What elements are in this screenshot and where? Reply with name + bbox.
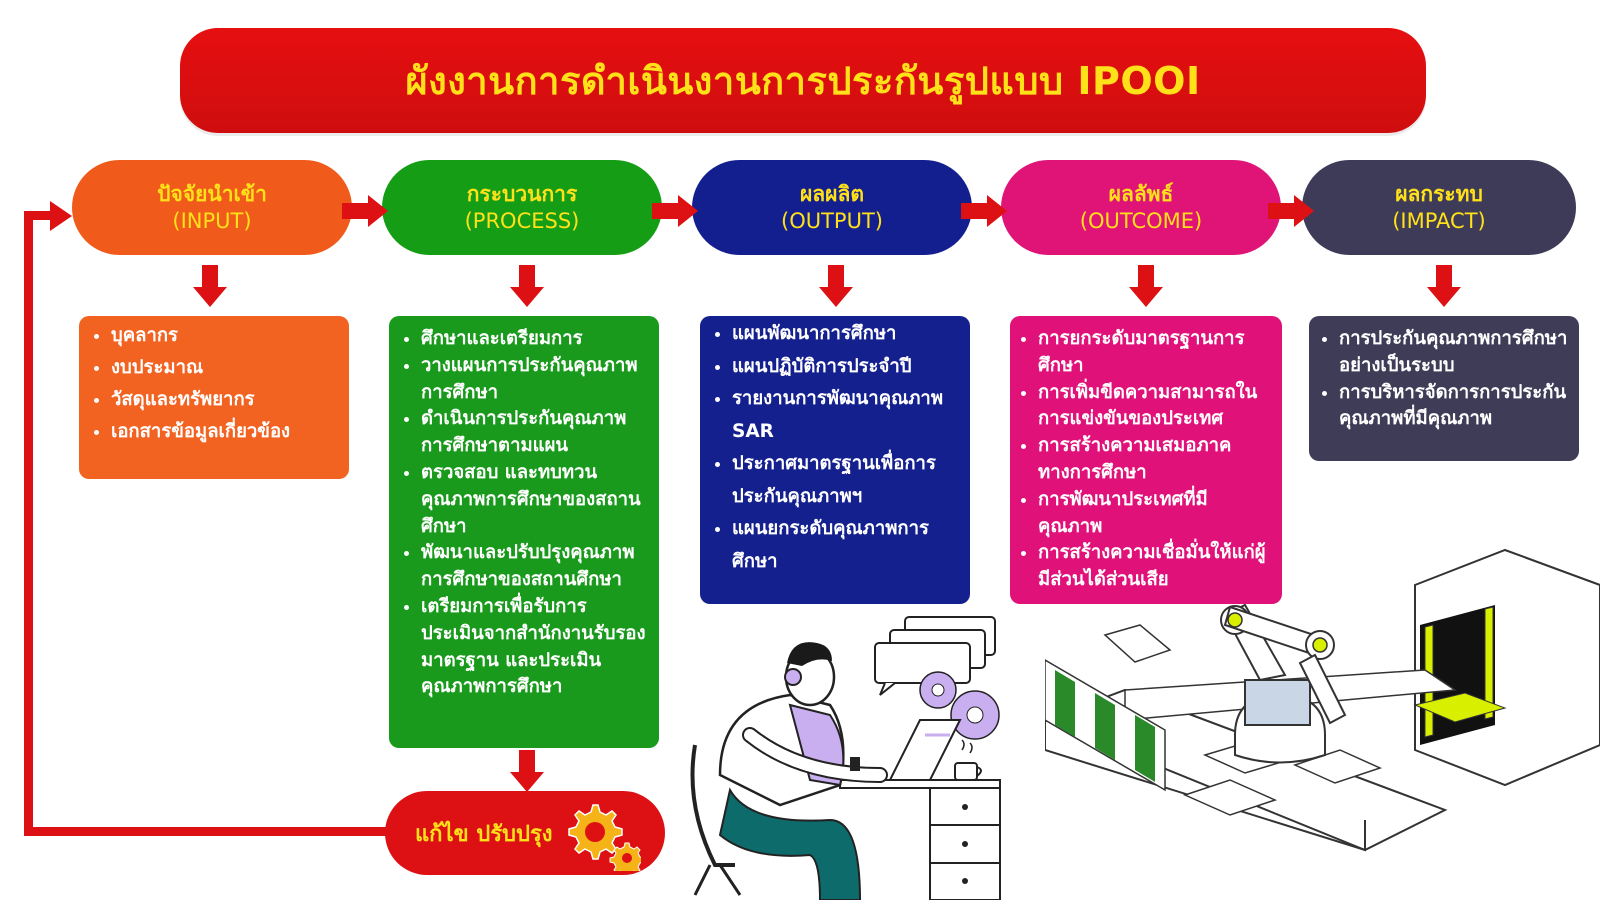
stage-outcome-th: ผลลัพธ์ — [1108, 181, 1174, 206]
feedback-label: แก้ไข ปรับปรุง — [415, 821, 553, 847]
list-item: ประกาศมาตรฐานเพื่อการประกันคุณภาพฯ — [732, 448, 960, 513]
list-item: งบประมาณ — [111, 352, 339, 384]
list-item: รายงานการพัฒนาคุณภาพ SAR — [732, 383, 960, 448]
outcome-box: การยกระดับมาตรฐานการศึกษา การเพิ่มขีดควา… — [1010, 316, 1282, 604]
list-item: ดำเนินการประกันคุณภาพการศึกษาตามแผน — [421, 406, 649, 460]
list-item: เอกสารข้อมูลเกี่ยวข้อง — [111, 416, 339, 448]
list-item: วางแผนการประกันคุณภาพการศึกษา — [421, 353, 649, 407]
stage-impact-en: (IMPACT) — [1392, 208, 1486, 233]
stage-process-en: (PROCESS) — [464, 208, 580, 233]
list-item: การเพิ่มขีดความสามารถในการแข่งขันของประเ… — [1038, 380, 1272, 434]
stage-output-th: ผลผลิต — [800, 181, 864, 206]
list-item: แผนปฏิบัติการประจำปี — [732, 351, 960, 384]
arrow-down-icon — [1427, 265, 1461, 307]
arrow-down-icon — [510, 750, 544, 792]
arrow-right-icon — [652, 195, 698, 227]
stage-impact-th: ผลกระทบ — [1395, 181, 1483, 206]
list-item: การพัฒนาประเทศที่มีคุณภาพ — [1038, 487, 1272, 541]
list-item: แผนพัฒนาการศึกษา — [732, 318, 960, 351]
barrier — [1045, 659, 1166, 792]
list-item: ตรวจสอบ และทบทวนคุณภาพการศึกษาของสถานศึก… — [421, 460, 649, 540]
arrow-right-icon — [1268, 195, 1314, 227]
output-box: แผนพัฒนาการศึกษา แผนปฏิบัติการประจำปี รา… — [700, 316, 970, 604]
list-item: การสร้างความเชื่อมั่นให้แก่ผู้มีส่วนได้ส… — [1038, 540, 1272, 594]
list-item: วัสดุและทรัพยากร — [111, 384, 339, 416]
stage-outcome: ผลลัพธ์ (OUTCOME) — [1001, 160, 1281, 255]
stage-process: กระบวนการ (PROCESS) — [382, 160, 662, 255]
arrow-right-icon — [342, 195, 388, 227]
stage-outcome-en: (OUTCOME) — [1079, 208, 1203, 233]
stage-output-en: (OUTPUT) — [781, 208, 883, 233]
title-banner: ผังงานการดำเนินงานการประกันรูปแบบ IPOOI — [180, 28, 1426, 133]
list-item: บุคลากร — [111, 320, 339, 352]
stage-input: ปัจจัยนำเข้า (INPUT) — [72, 160, 352, 255]
list-item: พัฒนาและปรับปรุงคุณภาพการศึกษาของสถานศึก… — [421, 540, 649, 594]
feedback-line-top — [24, 211, 54, 220]
list-item: การบริหารจัดการการประกันคุณภาพที่มีคุณภา… — [1339, 380, 1569, 434]
gear-icon — [568, 804, 641, 871]
page-title: ผังงานการดำเนินงานการประกันรูปแบบ IPOOI — [405, 59, 1201, 103]
list-item: แผนยกระดับคุณภาพการศึกษา — [732, 513, 960, 578]
arrow-down-icon — [193, 265, 227, 307]
list-item: การประกันคุณภาพการศึกษาอย่างเป็นระบบ — [1339, 326, 1569, 380]
impact-box: การประกันคุณภาพการศึกษาอย่างเป็นระบบ การ… — [1309, 316, 1579, 461]
arrow-down-icon — [819, 265, 853, 307]
stage-input-th: ปัจจัยนำเข้า — [157, 181, 267, 206]
arrow-right-icon — [50, 201, 72, 231]
list-item: การสร้างความเสมอภาคทางการศึกษา — [1038, 433, 1272, 487]
list-item: การยกระดับมาตรฐานการศึกษา — [1038, 326, 1272, 380]
stage-input-en: (INPUT) — [172, 208, 252, 233]
person-laptop-illustration — [690, 616, 1001, 900]
stage-process-th: กระบวนการ — [466, 181, 578, 206]
arrow-down-icon — [1129, 265, 1163, 307]
feedback-pill: แก้ไข ปรับปรุง — [385, 791, 665, 875]
feedback-line-vertical — [24, 211, 33, 836]
process-box: ศึกษาและเตรียมการ วางแผนการประกันคุณภาพก… — [389, 316, 659, 748]
stage-impact: ผลกระทบ (IMPACT) — [1302, 160, 1576, 255]
feedback-line-bottom — [24, 827, 388, 836]
robot-arm-illustration — [1045, 548, 1600, 852]
list-item: ศึกษาและเตรียมการ — [421, 326, 649, 353]
list-item: เตรียมการเพื่อรับการประเมินจากสำนักงานรั… — [421, 594, 649, 701]
arrow-right-icon — [961, 195, 1007, 227]
arrow-down-icon — [510, 265, 544, 307]
chat-bubbles-illustration — [874, 616, 996, 696]
stage-output: ผลผลิต (OUTPUT) — [692, 160, 972, 255]
input-box: บุคลากร งบประมาณ วัสดุและทรัพยากร เอกสาร… — [79, 316, 349, 479]
